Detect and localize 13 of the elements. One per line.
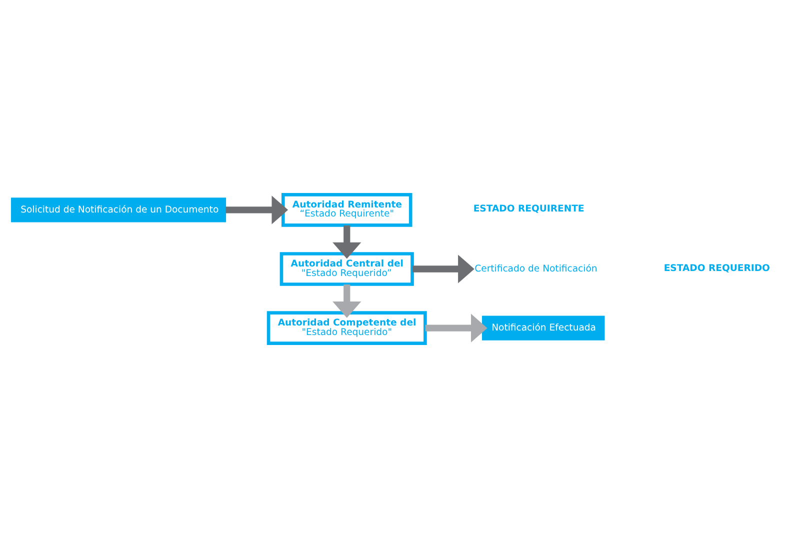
arrow xyxy=(412,254,474,283)
node-text: Certificado de Notificación xyxy=(474,262,598,274)
label: ESTADO REQUIRENTE xyxy=(473,203,584,214)
node-box: Solicitud de Notificación de un Documento xyxy=(10,197,226,222)
label: ESTADO REQUERIDO xyxy=(664,262,770,274)
node-box: Autoridad Central del "Estado Requerido” xyxy=(280,252,414,286)
node-box: Autoridad Remitente “Estado Requirente" xyxy=(281,192,412,226)
node-box: Autoridad Competente del "Estado Requerido" xyxy=(266,310,427,344)
arrow xyxy=(332,284,362,318)
arrow xyxy=(332,224,362,258)
node-box: Notificación Efectuada xyxy=(482,315,605,340)
arrow xyxy=(226,195,288,224)
arrow xyxy=(425,313,488,342)
